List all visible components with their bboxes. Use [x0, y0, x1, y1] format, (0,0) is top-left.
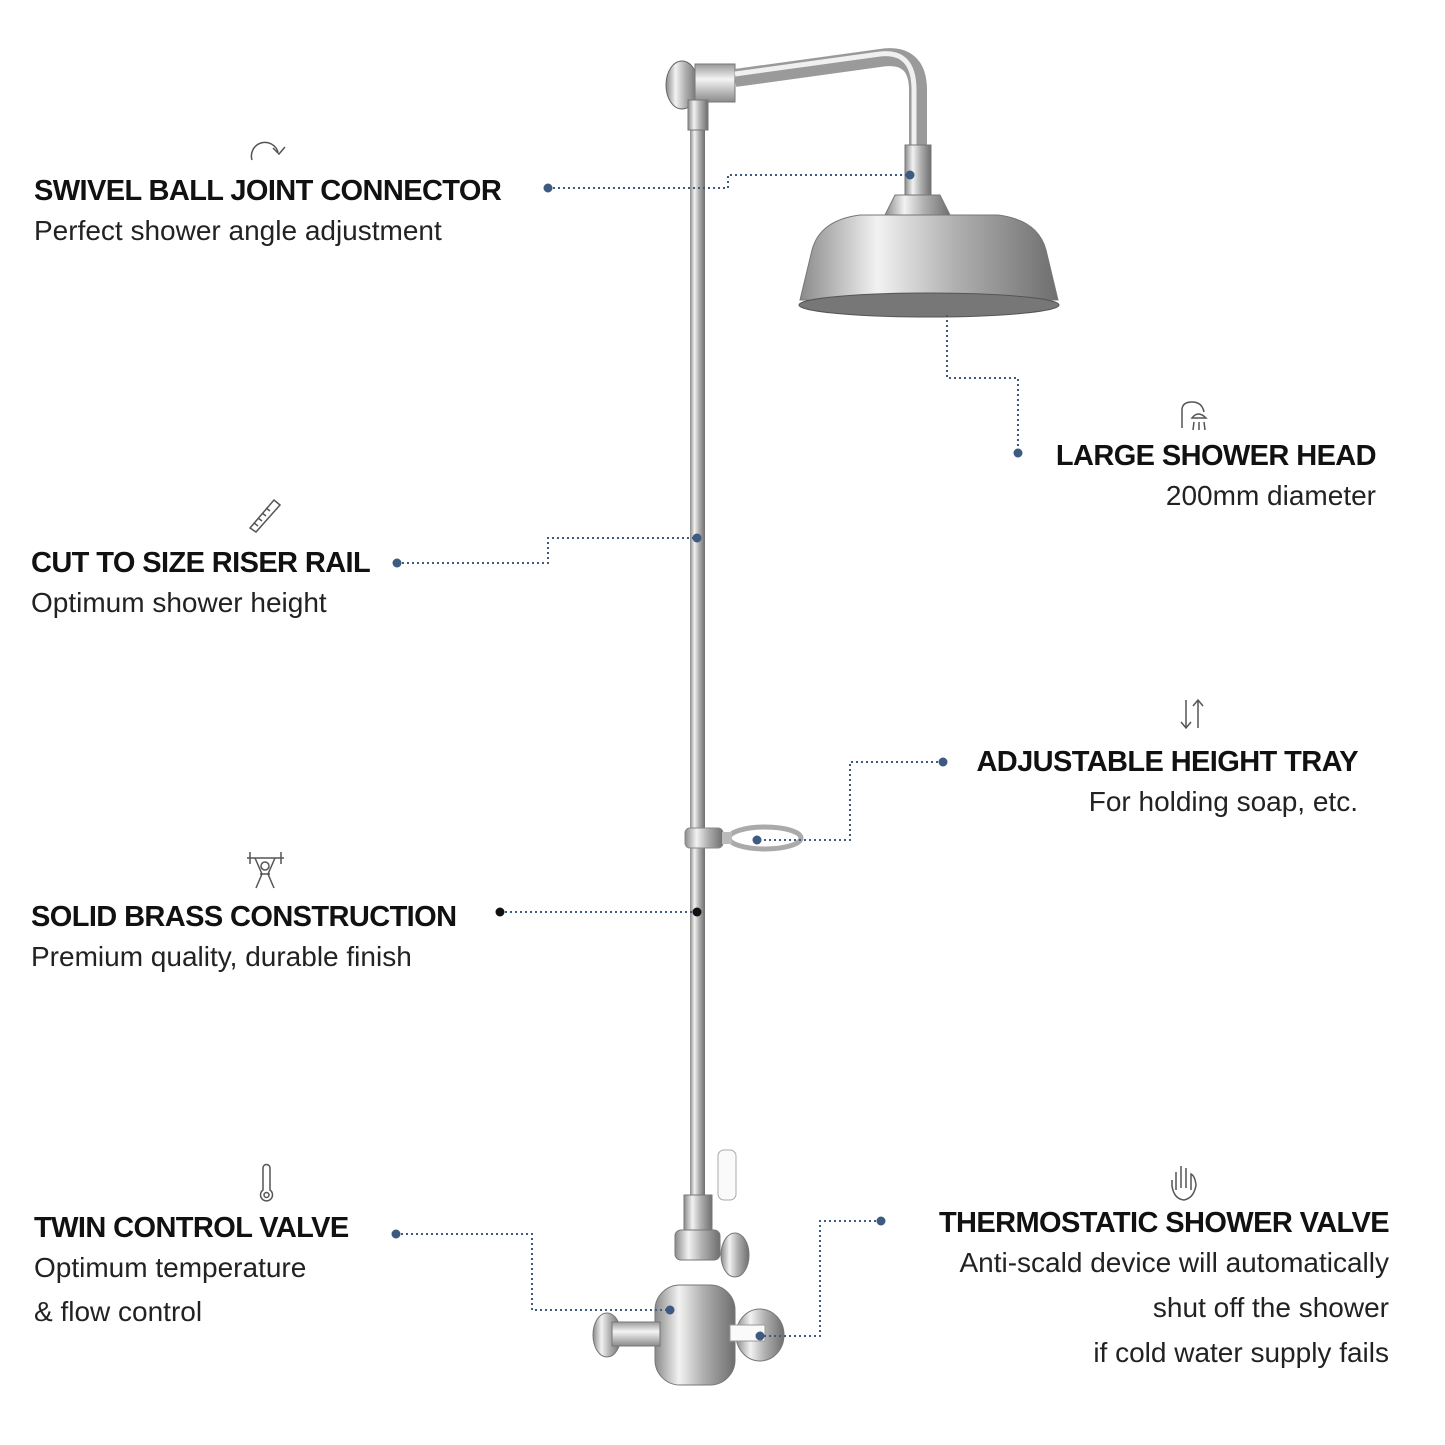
feature-riser-rail: CUT TO SIZE RISER RAIL Optimum shower he… [31, 546, 371, 625]
feature-title: ADJUSTABLE HEIGHT TRAY [976, 746, 1358, 778]
feature-title: SWIVEL BALL JOINT CONNECTOR [34, 175, 502, 207]
feature-description: Premium quality, durable finish [31, 941, 412, 972]
up-down-arrows-icon [1180, 698, 1204, 730]
shower-head [799, 214, 1059, 301]
feature-title: THERMOSTATIC SHOWER VALVE [938, 1207, 1390, 1239]
feature-solid-brass: SOLID BRASS CONSTRUCTION Premium quality… [31, 900, 457, 979]
feature-title: CUT TO SIZE RISER RAIL [31, 547, 371, 579]
feature-large-shower-head: LARGE SHOWER HEAD 200mm diameter [1055, 439, 1377, 518]
feature-swivel-ball-joint: SWIVEL BALL JOINT CONNECTOR Perfect show… [34, 174, 502, 253]
feature-description-line: shut off the shower [1152, 1292, 1389, 1323]
shower-head-icon [1181, 401, 1208, 431]
feature-description: 200mm diameter [1165, 480, 1376, 511]
feature-title: SOLID BRASS CONSTRUCTION [31, 901, 457, 933]
hand-icon [1171, 1166, 1197, 1201]
feature-title: LARGE SHOWER HEAD [1055, 440, 1377, 472]
saw-icon [248, 498, 282, 533]
feature-adjustable-tray: ADJUSTABLE HEIGHT TRAY For holding soap,… [976, 745, 1358, 824]
feature-description-line: & flow control [34, 1296, 203, 1327]
riser-rail [690, 100, 705, 1200]
feature-description-line: Optimum temperature [34, 1252, 307, 1283]
feature-description: Optimum shower height [31, 587, 327, 618]
thermostatic-valve [592, 1194, 785, 1386]
feature-title: TWIN CONTROL VALVE [34, 1212, 349, 1244]
feature-twin-control-valve: TWIN CONTROL VALVE Optimum temperature &… [34, 1211, 349, 1334]
feature-description-line: Anti-scald device will automatically [959, 1247, 1389, 1278]
feature-description: For holding soap, etc. [1088, 786, 1358, 817]
feature-description: Perfect shower angle adjustment [34, 215, 442, 246]
weightlifter-icon [247, 852, 284, 889]
rotate-arrow-icon [250, 141, 286, 161]
soap-tray [684, 824, 804, 852]
feature-description-line: if cold water supply fails [1093, 1337, 1389, 1368]
feature-thermostatic-valve: THERMOSTATIC SHOWER VALVE Anti-scald dev… [938, 1206, 1390, 1375]
thermometer-icon [259, 1163, 274, 1202]
